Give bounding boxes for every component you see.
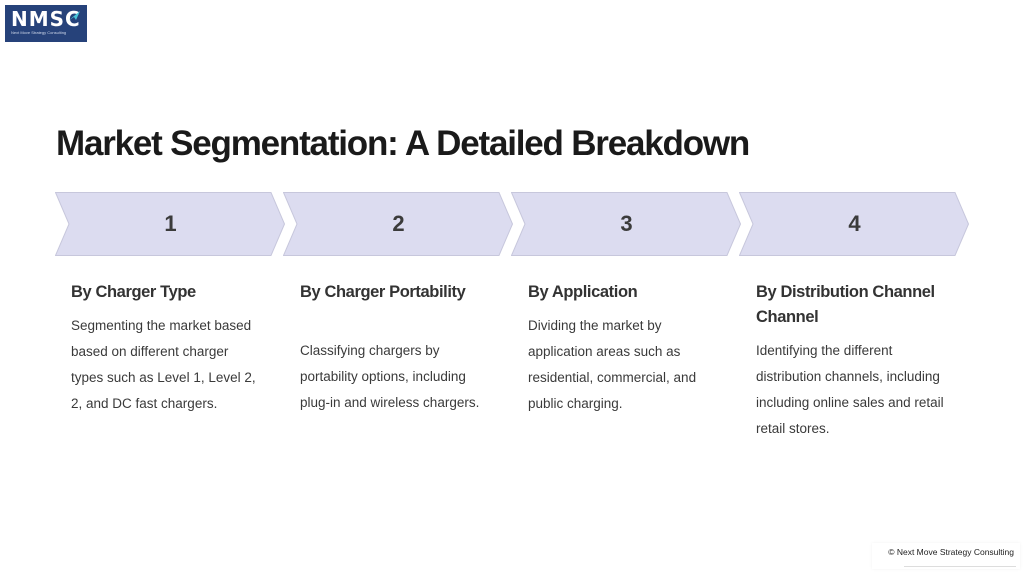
chevron-shape: [55, 192, 286, 256]
logo-arrow-icon: [68, 11, 80, 21]
segment-column-4: By Distribution Channel Channel Identify…: [756, 280, 961, 442]
chevron-shape: [283, 192, 514, 256]
step-number: 3: [620, 211, 633, 236]
segment-heading: By Distribution Channel Channel: [756, 283, 935, 326]
segment-column-2: By Charger Portability Classifying charg…: [300, 280, 500, 416]
segment-description: Segmenting the market based based on dif…: [71, 318, 256, 411]
copyright-notice: © Next Move Strategy Consulting: [872, 543, 1020, 569]
step-chevron-3: 3: [511, 192, 742, 256]
segment-column-3: By Application Dividing the market by ap…: [528, 280, 728, 417]
segment-column-1: By Charger Type Segmenting the market ba…: [71, 280, 266, 417]
segment-heading: By Charger Portability: [300, 283, 466, 301]
chevron-shape: [739, 192, 970, 256]
step-number: 4: [848, 211, 861, 236]
page-title: Market Segmentation: A Detailed Breakdow…: [56, 124, 750, 163]
segment-description: Identifying the different distribution c…: [756, 343, 944, 436]
logo-tagline: Next Move Strategy Consulting: [11, 30, 67, 35]
step-chevron-1: 1: [55, 192, 286, 256]
segment-heading: By Application: [528, 283, 638, 301]
chevron-shape: [511, 192, 742, 256]
step-chevron-4: 4: [739, 192, 970, 256]
company-logo: NMSC Next Move Strategy Consulting: [5, 5, 87, 42]
logo-mark: NMSC: [11, 7, 81, 31]
copyright-divider: [904, 566, 1016, 567]
step-number: 1: [164, 211, 177, 236]
step-chevron-2: 2: [283, 192, 514, 256]
segment-heading: By Charger Type: [71, 283, 196, 301]
step-number: 2: [392, 211, 405, 236]
segment-description: Dividing the market by application areas…: [528, 318, 697, 411]
copyright-text: © Next Move Strategy Consulting: [888, 547, 1014, 557]
segment-description: Classifying chargers by portability opti…: [300, 343, 480, 410]
